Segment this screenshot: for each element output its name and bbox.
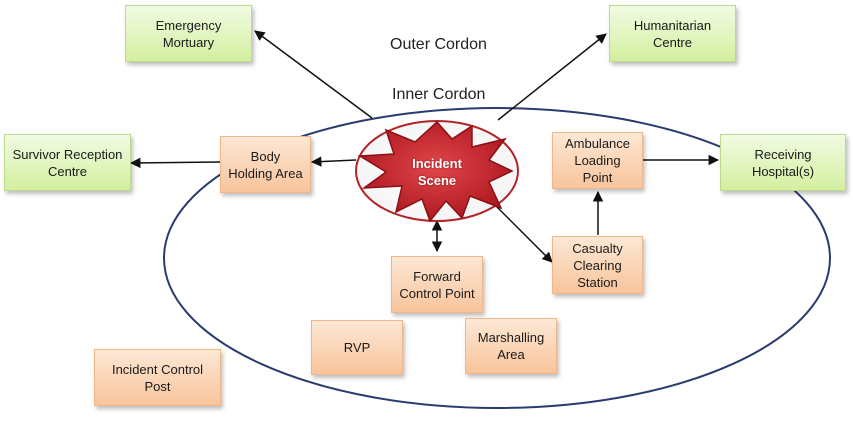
arrow-to-casualty-clearing (493, 203, 553, 263)
inner-cordon-label: Inner Cordon (392, 86, 486, 103)
forward-control-point-box[interactable]: Forward Control Point (391, 256, 483, 313)
incident-control-post-box[interactable]: Incident Control Post (94, 349, 221, 406)
marshalling-area-box[interactable]: Marshalling Area (465, 318, 557, 374)
inner-cordon-ellipse (163, 107, 831, 409)
arrow-to-survivor-reception (129, 157, 221, 169)
casualty-clearing-station-box[interactable]: Casualty Clearing Station (552, 236, 643, 294)
incident-star-shape (357, 120, 514, 223)
outer-cordon-label: Outer Cordon (390, 36, 487, 53)
ambulance-loading-point-box[interactable]: Ambulance Loading Point (552, 132, 643, 189)
body-holding-area-box[interactable]: Body Holding Area (220, 136, 311, 193)
incident-scene-label: Incident Scene (412, 156, 462, 188)
rvp-box[interactable]: RVP (311, 320, 403, 375)
survivor-reception-centre-box[interactable]: Survivor Reception Centre (4, 134, 131, 191)
arrow-to-humanitarian-centre (497, 33, 607, 121)
arrow-to-emergency-mortuary (254, 30, 373, 119)
emergency-mortuary-box[interactable]: Emergency Mortuary (125, 5, 252, 62)
humanitarian-centre-box[interactable]: Humanitarian Centre (609, 5, 736, 62)
receiving-hospitals-box[interactable]: Receiving Hospital(s) (720, 134, 846, 191)
arrow-to-body-holding-area (310, 156, 357, 167)
